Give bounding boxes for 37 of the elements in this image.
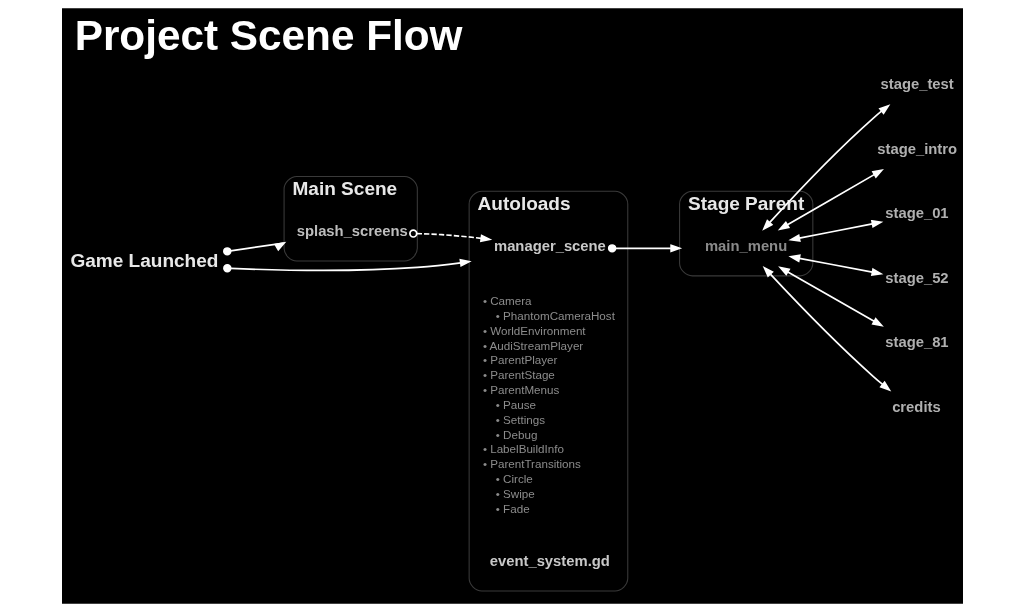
arrow bbox=[408, 229, 492, 243]
arrow bbox=[607, 244, 682, 253]
arrow bbox=[787, 254, 883, 276]
label: • ParentTransitions bbox=[482, 457, 581, 471]
node-text: stage_test bbox=[880, 76, 954, 93]
node-text: stage_intro bbox=[876, 140, 957, 157]
node-text: event_system.gd bbox=[489, 553, 610, 570]
label: • Swipe bbox=[495, 486, 535, 500]
arrow bbox=[777, 168, 884, 231]
node-text: Game Launched bbox=[69, 249, 218, 271]
node-text: credits bbox=[891, 398, 941, 415]
node-text: manager_scene bbox=[493, 238, 606, 255]
label: • WorldEnvironment bbox=[482, 323, 586, 337]
label: • LabelBuildInfo bbox=[482, 442, 564, 456]
label: • Debug bbox=[495, 427, 537, 441]
arrow bbox=[761, 104, 890, 231]
node-text: stage_81 bbox=[884, 334, 949, 351]
label: • Camera bbox=[482, 294, 532, 308]
label: • Settings bbox=[495, 412, 545, 426]
node-text: main_menu bbox=[704, 238, 787, 255]
label: • PhantomCameraHost bbox=[495, 309, 615, 323]
arrow bbox=[762, 265, 891, 392]
label: • AudiStreamPlayer bbox=[482, 338, 583, 352]
label: • ParentMenus bbox=[482, 383, 559, 397]
label: • ParentPlayer bbox=[482, 353, 557, 367]
node-text: stage_52 bbox=[884, 269, 949, 286]
label: • ParentStage bbox=[482, 368, 555, 382]
arrow bbox=[777, 266, 884, 327]
diagram-title: Project Scene Flow bbox=[74, 11, 463, 59]
node-text: stage_01 bbox=[884, 205, 949, 222]
label: • Fade bbox=[495, 501, 530, 515]
label: • Pause bbox=[495, 397, 536, 411]
arrow bbox=[222, 241, 286, 256]
label: • Circle bbox=[495, 471, 533, 485]
node-text: splash_screens bbox=[296, 223, 408, 240]
arrow bbox=[787, 219, 883, 243]
arrow bbox=[222, 258, 472, 273]
